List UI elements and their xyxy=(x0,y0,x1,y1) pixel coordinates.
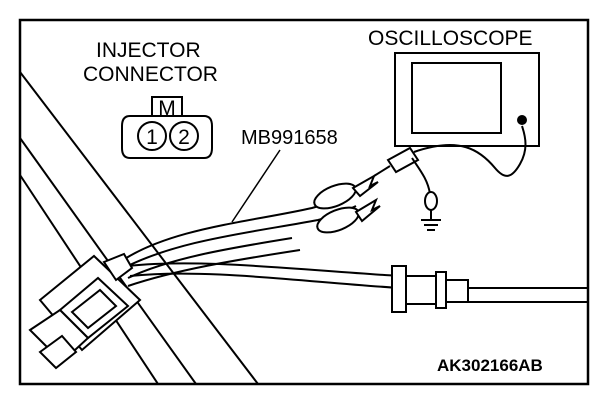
clip-lower xyxy=(316,197,381,234)
oscilloscope-screen xyxy=(411,62,502,134)
oscilloscope-label: OSCILLOSCOPE xyxy=(368,27,533,50)
ground-lead xyxy=(411,157,431,195)
connector-key-mark: M xyxy=(158,97,176,120)
figure-code-label: AK302166AB xyxy=(437,356,543,375)
wire-main-a xyxy=(127,262,401,277)
harness-label: MB991658 xyxy=(241,127,338,149)
pin-1-circle xyxy=(137,121,167,151)
injector-body xyxy=(28,252,142,370)
wire-main-b xyxy=(129,272,401,289)
harness-connector xyxy=(391,265,588,313)
probe-lead-clip xyxy=(373,165,391,177)
pin-2-label: 2 xyxy=(178,126,190,149)
harness-connector-tip xyxy=(445,279,469,303)
pin-2-circle xyxy=(169,121,199,151)
injector-socket-inner xyxy=(70,288,118,330)
wire-lower-a xyxy=(127,237,293,279)
harness-connector-flange xyxy=(391,265,407,313)
clip-upper xyxy=(313,173,379,210)
harness-wires xyxy=(119,189,401,289)
harness-connector-ring xyxy=(435,271,447,309)
probe-plug xyxy=(386,146,420,174)
frame-border xyxy=(18,18,590,386)
probe-lead xyxy=(373,125,527,231)
alligator-clips xyxy=(313,173,381,234)
oscilloscope-knob xyxy=(517,115,527,125)
probe-cable xyxy=(413,125,527,177)
ground-bulb xyxy=(424,191,438,211)
injector-connector-label-line1: INJECTOR xyxy=(96,39,201,62)
harness-connector-body xyxy=(405,275,437,305)
injector-connector-icon: M 1 2 xyxy=(121,96,213,159)
injector-nozzle xyxy=(38,334,78,370)
pin-1-label: 1 xyxy=(146,126,158,149)
harness-leader-line xyxy=(231,149,281,223)
injector-connector-label-line2: CONNECTOR xyxy=(83,63,218,86)
test-plug xyxy=(102,252,134,282)
oscilloscope xyxy=(394,52,540,147)
wire-lower-b xyxy=(127,249,301,287)
